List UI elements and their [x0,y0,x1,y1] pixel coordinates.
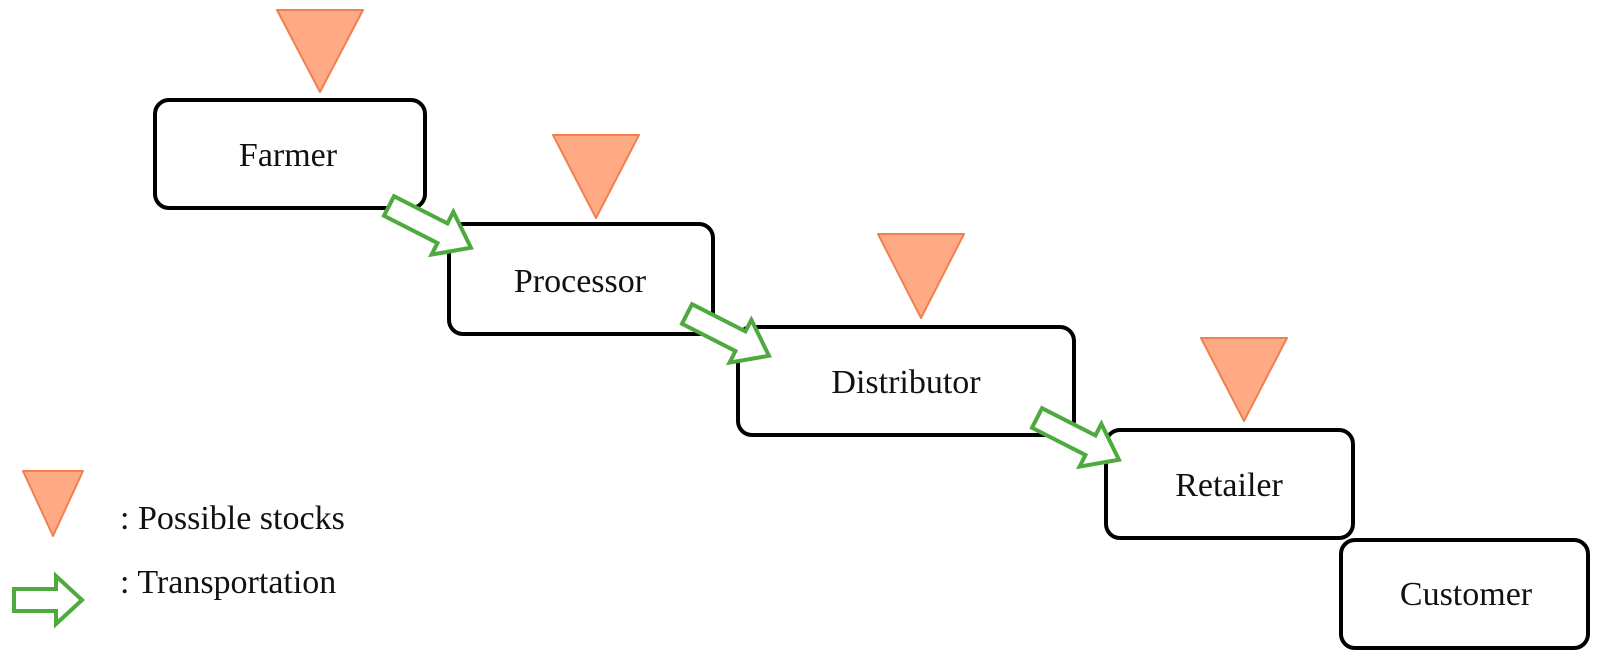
legend-transport-label: : Transportation [120,564,336,601]
transport-arrow-farmer-processor-icon [381,193,474,258]
legend-transport-arrow-icon [12,571,85,629]
farmer-stock-triangle-icon [276,9,364,93]
legend: : Possible stocks : Transportation [12,470,345,629]
retailer-box [1104,428,1355,540]
node-distributor: Distributor [736,325,1076,437]
node-processor: Processor [447,222,715,336]
retailer-stock-triangle-icon [1200,337,1288,422]
customer-label: Customer [1400,576,1533,613]
distributor-label: Distributor [831,364,981,401]
legend-stocks-label: : Possible stocks [120,500,345,537]
distributor-box [736,325,1076,437]
node-customer: Customer [1339,538,1590,650]
processor-box [447,222,715,336]
node-farmer: Farmer [153,98,427,210]
retailer-label: Retailer [1175,467,1283,504]
distributor-stock-triangle-icon [877,233,965,319]
farmer-label: Farmer [239,137,338,174]
farmer-box [153,98,427,210]
customer-box [1339,538,1590,650]
node-retailer: Retailer [1104,428,1355,540]
legend-stock-triangle-icon [22,470,84,537]
processor-stock-triangle-icon [552,134,640,219]
processor-label: Processor [514,263,647,300]
transport-arrow-distributor-retailer-icon [1029,405,1122,470]
transport-arrow-processor-distributor-icon [679,301,772,366]
